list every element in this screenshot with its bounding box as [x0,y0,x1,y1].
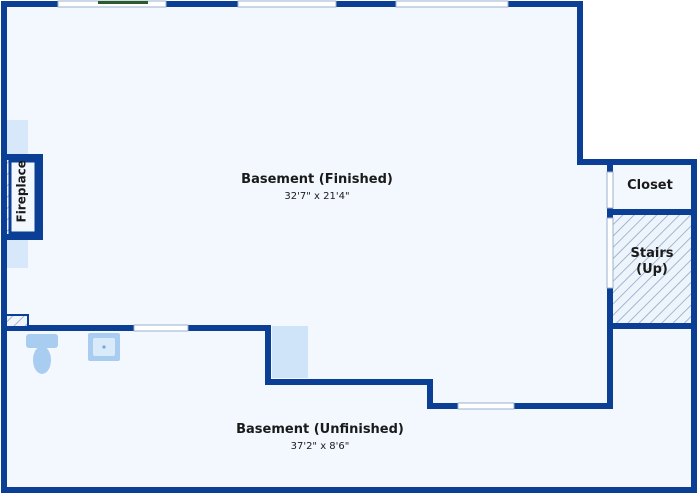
fireplace-name: Fireplace [14,160,29,223]
bottom-door [457,402,515,410]
unfinished-room-floor [4,326,694,490]
fireplace-inner [8,159,38,235]
top-window-2 [237,0,337,8]
closet-door [606,171,614,209]
toilet-icon [26,334,58,374]
cabinet-patch [272,326,308,378]
finished-room-dimensions: 32'7" x 21'4" [284,191,350,202]
closet-name: Closet [627,178,673,193]
finished-room-floor [4,4,608,404]
sink-icon [88,333,120,361]
unfinished-room-dimensions: 37'2" x 8'6" [290,441,350,452]
divider-door [133,324,189,332]
finished-room-name: Basement (Finished) [241,172,393,187]
stairs-name: Stairs (Up) [630,246,674,278]
window-sill [98,1,148,4]
stairs-floor [612,214,694,324]
unfinished-room-name: Basement (Unfinished) [236,422,404,437]
closet-floor [610,162,694,212]
chimney-block [5,314,29,328]
stairs-opening [606,217,614,289]
top-window-3 [395,0,509,8]
